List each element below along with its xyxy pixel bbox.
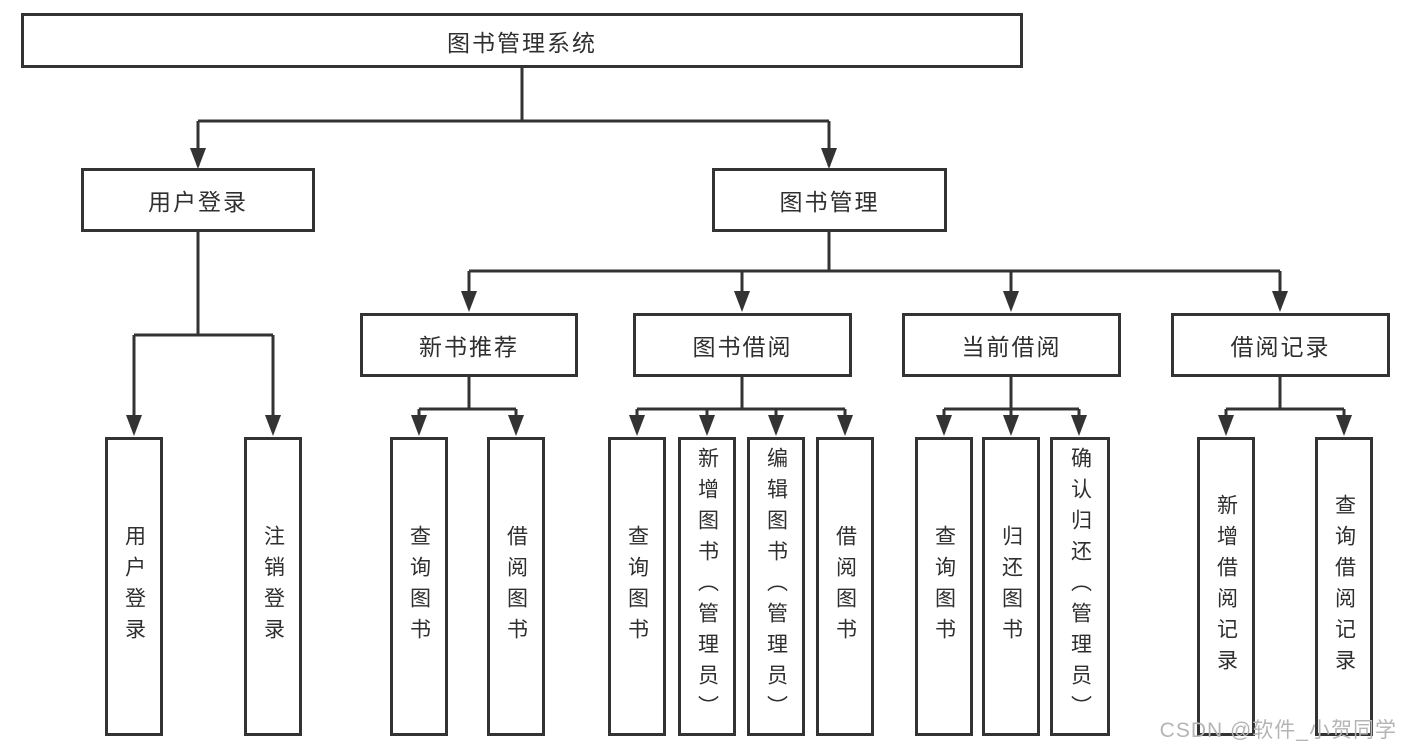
node-label: 查询借阅记录 xyxy=(1332,493,1356,680)
node-label: 查询图书 xyxy=(625,524,649,649)
node-query-books-recommend: 查询图书 xyxy=(390,437,448,736)
arrowhead-icon xyxy=(411,415,427,436)
node-label: 查询图书 xyxy=(932,524,956,649)
node-label: 图书管理系统 xyxy=(447,29,597,56)
connector-user-login-branch xyxy=(132,232,275,432)
arrowhead-icon xyxy=(734,291,750,312)
connector-borrow-record-branch xyxy=(1224,377,1346,432)
arrowhead-icon xyxy=(1336,415,1352,436)
node-book-borrowing: 图书借阅 xyxy=(633,313,852,377)
arrowhead-icon xyxy=(508,415,524,436)
arrowhead-icon xyxy=(1272,291,1288,312)
node-query-borrow-record: 查询借阅记录 xyxy=(1315,437,1373,736)
node-label: 借阅图书 xyxy=(504,524,528,649)
arrowhead-icon xyxy=(126,415,142,436)
node-borrowing-records: 借阅记录 xyxy=(1171,313,1390,377)
node-logout: 注销登录 xyxy=(244,437,302,736)
node-label: 新书推荐 xyxy=(419,334,519,360)
node-label: 编辑图书（管理员） xyxy=(764,447,788,726)
node-label: 借阅图书 xyxy=(833,524,857,649)
node-label: 确认归还（管理员） xyxy=(1068,447,1092,726)
arrowhead-icon xyxy=(768,415,784,436)
node-label: 图书管理 xyxy=(779,189,880,215)
connector-root-to-level2 xyxy=(196,68,831,166)
node-current-borrowing: 当前借阅 xyxy=(902,313,1121,377)
csdn-watermark: CSDN @软件_小贺同学 xyxy=(1159,719,1397,742)
arrowhead-icon xyxy=(1071,415,1087,436)
node-label: 图书借阅 xyxy=(692,334,793,360)
node-label: 新增图书（管理员） xyxy=(695,447,719,726)
node-label: 用户登录 xyxy=(148,189,248,215)
arrowhead-icon xyxy=(190,148,206,169)
node-label: 当前借阅 xyxy=(961,334,1062,360)
arrowhead-icon xyxy=(629,415,645,436)
node-library-management-system: 图书管理系统 xyxy=(21,13,1023,68)
arrowheads xyxy=(126,148,1352,436)
node-query-books-borrowing: 查询图书 xyxy=(608,437,666,736)
node-book-management: 图书管理 xyxy=(712,168,947,232)
node-user-login: 用户登录 xyxy=(81,168,315,232)
node-new-book-recommend: 新书推荐 xyxy=(360,313,578,377)
node-label: 新增借阅记录 xyxy=(1214,493,1238,680)
node-borrow-books-recommend: 借阅图书 xyxy=(487,437,545,736)
arrowhead-icon xyxy=(821,148,837,169)
node-borrow-books: 借阅图书 xyxy=(816,437,874,736)
arrowhead-icon xyxy=(1218,415,1234,436)
node-query-books-current: 查询图书 xyxy=(915,437,973,736)
connector-book-mgmt-branch xyxy=(467,232,1282,308)
node-label: 注销登录 xyxy=(261,524,285,649)
connector-book-borrow-branch xyxy=(635,377,847,432)
node-user-login-leaf: 用户登录 xyxy=(105,437,163,736)
node-label: 查询图书 xyxy=(407,524,431,649)
arrowhead-icon xyxy=(265,415,281,436)
node-label: 用户登录 xyxy=(122,524,146,649)
node-confirm-return-admin: 确认归还（管理员） xyxy=(1050,437,1110,736)
arrowhead-icon xyxy=(936,415,952,436)
node-return-books: 归还图书 xyxy=(982,437,1040,736)
node-label: 归还图书 xyxy=(999,524,1023,649)
node-add-borrow-record: 新增借阅记录 xyxy=(1197,437,1255,736)
node-label: 借阅记录 xyxy=(1230,334,1331,360)
node-edit-books-admin: 编辑图书（管理员） xyxy=(747,437,805,736)
arrowhead-icon xyxy=(1003,415,1019,436)
arrowhead-icon xyxy=(837,415,853,436)
connector-new-book-branch xyxy=(417,377,518,432)
arrowhead-icon xyxy=(461,291,477,312)
node-add-books-admin: 新增图书（管理员） xyxy=(678,437,736,736)
arrowhead-icon xyxy=(699,415,715,436)
arrowhead-icon xyxy=(1003,291,1019,312)
